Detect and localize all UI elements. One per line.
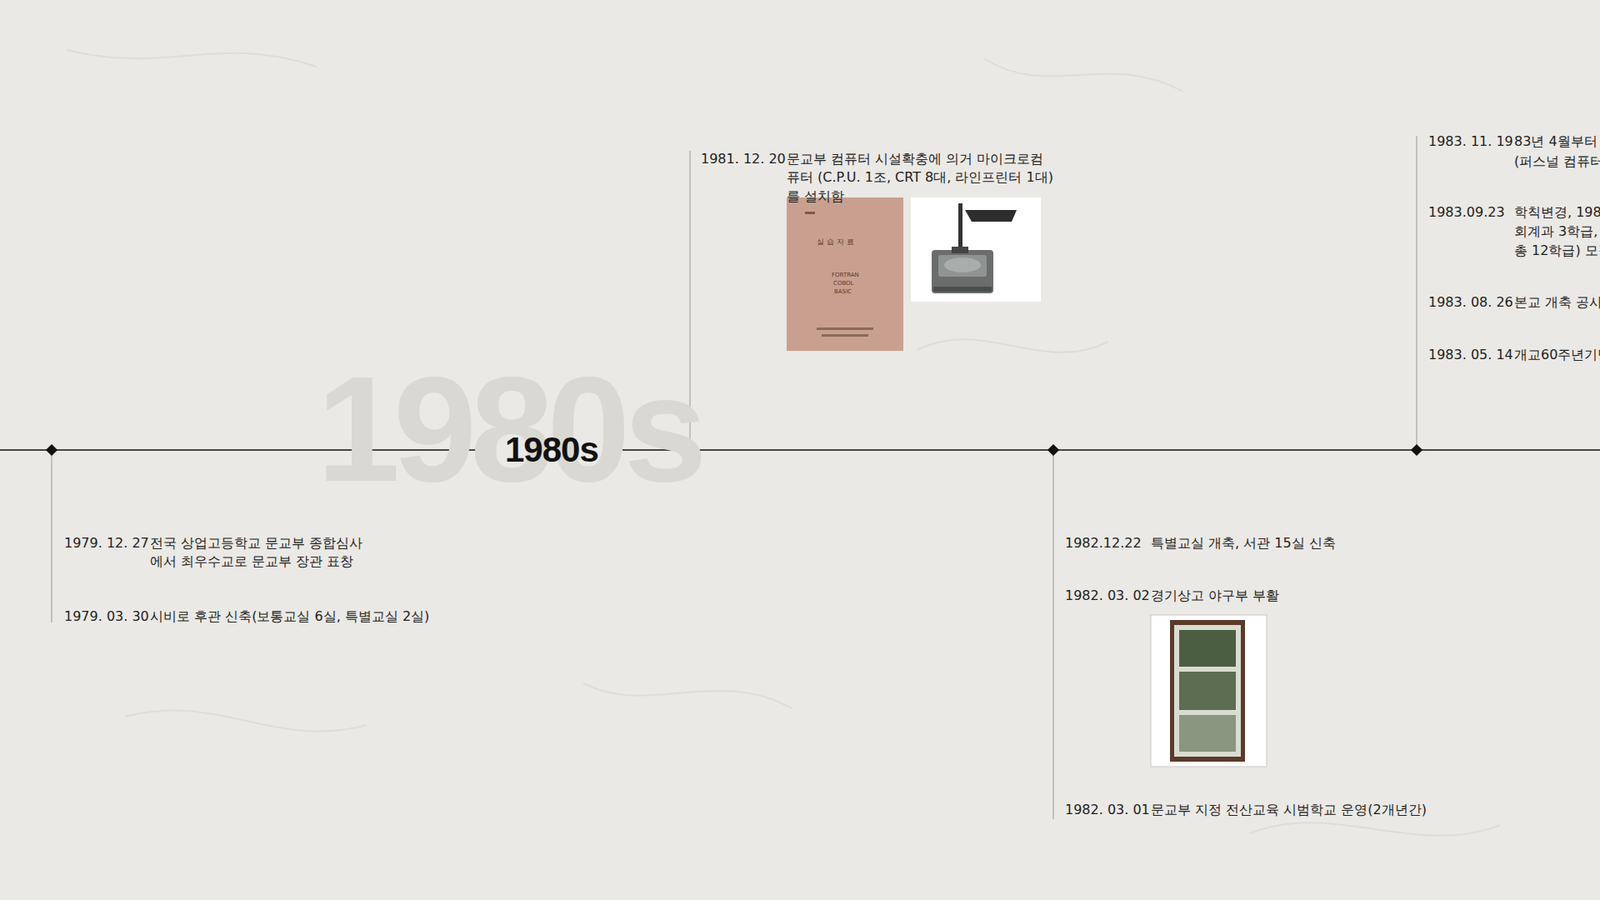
date: 1982.12.22	[1065, 534, 1142, 553]
event-text: (퍼스널 컴퓨터 5	[1514, 152, 1600, 171]
book-title: 실 습 자 료	[816, 236, 855, 248]
timeline-title: 1980s	[505, 432, 599, 468]
watermark: 1980s	[316, 354, 701, 505]
event-text: 개교60주년기념	[1514, 345, 1600, 365]
event-text: 특별교실 개축, 서관 15실 신축	[1150, 534, 1336, 553]
event-text: 시비로 후관 신축(보통교실 6실, 특별교실 2실)	[150, 607, 430, 626]
date: 1983.09.23	[1428, 203, 1505, 222]
date: 1982. 03. 01	[1065, 800, 1150, 820]
event-text: 83년 4월부터 11	[1514, 132, 1600, 151]
date: 1982. 03. 02	[1065, 586, 1150, 605]
date: 1983. 08. 26	[1428, 293, 1514, 312]
book-text: FORTRAN	[831, 271, 860, 280]
event-text: 문교부 컴퓨터 시설확충에 의거 마이크로컴퓨터 (C.P.U. 1조, CRT…	[786, 150, 1054, 206]
date: 1983. 05. 14	[1428, 345, 1514, 365]
event-text: 학칙변경, 1984	[1514, 203, 1600, 222]
date: 1983. 11. 19	[1428, 132, 1514, 151]
event-text: 총 12학급) 모집	[1514, 241, 1600, 260]
event-text: 전국 상업고등학교 문교부 종합심사에서 최우수교로 문교부 장관 표창	[150, 534, 375, 572]
book-text: COBOL	[833, 280, 855, 289]
date: 1981. 12. 20	[700, 150, 786, 169]
event-text: 회계과 3학급, 무	[1514, 222, 1600, 241]
event-text: 본교 개축 공사,	[1514, 293, 1600, 312]
book-text: BASIC	[834, 288, 852, 297]
event-text: 문교부 지정 전산교육 시범학교 운영(2개년간)	[1150, 800, 1427, 820]
date: 1979. 12. 27	[64, 534, 150, 553]
event-text: 경기상고 야구부 부활	[1150, 586, 1280, 605]
date: 1979. 03. 30	[64, 607, 150, 626]
